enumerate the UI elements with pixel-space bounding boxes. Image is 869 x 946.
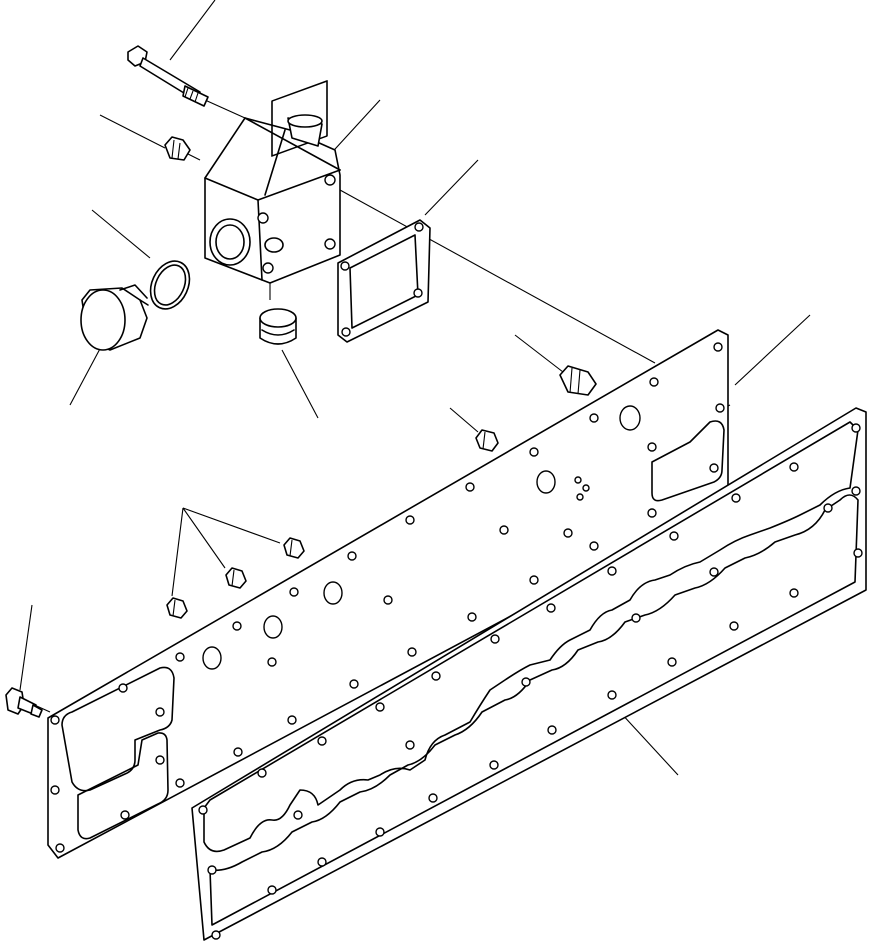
gasket-holes	[198, 423, 863, 940]
plug-icon	[475, 429, 499, 452]
plug-icon	[80, 284, 149, 351]
plug-icon	[164, 136, 191, 161]
plug-icon	[166, 537, 305, 619]
leader-lines	[19, 0, 811, 776]
plate-icon	[47, 329, 729, 859]
plate-holes	[50, 342, 725, 853]
cap-icon	[259, 308, 297, 345]
fitting-icon	[5, 687, 43, 718]
o-ring-icon	[149, 260, 191, 310]
plug-icon	[559, 365, 597, 396]
gasket-icon	[191, 407, 867, 941]
gasket-icon	[337, 219, 431, 343]
bolt-icon	[127, 45, 209, 107]
housing-icon	[204, 80, 341, 284]
